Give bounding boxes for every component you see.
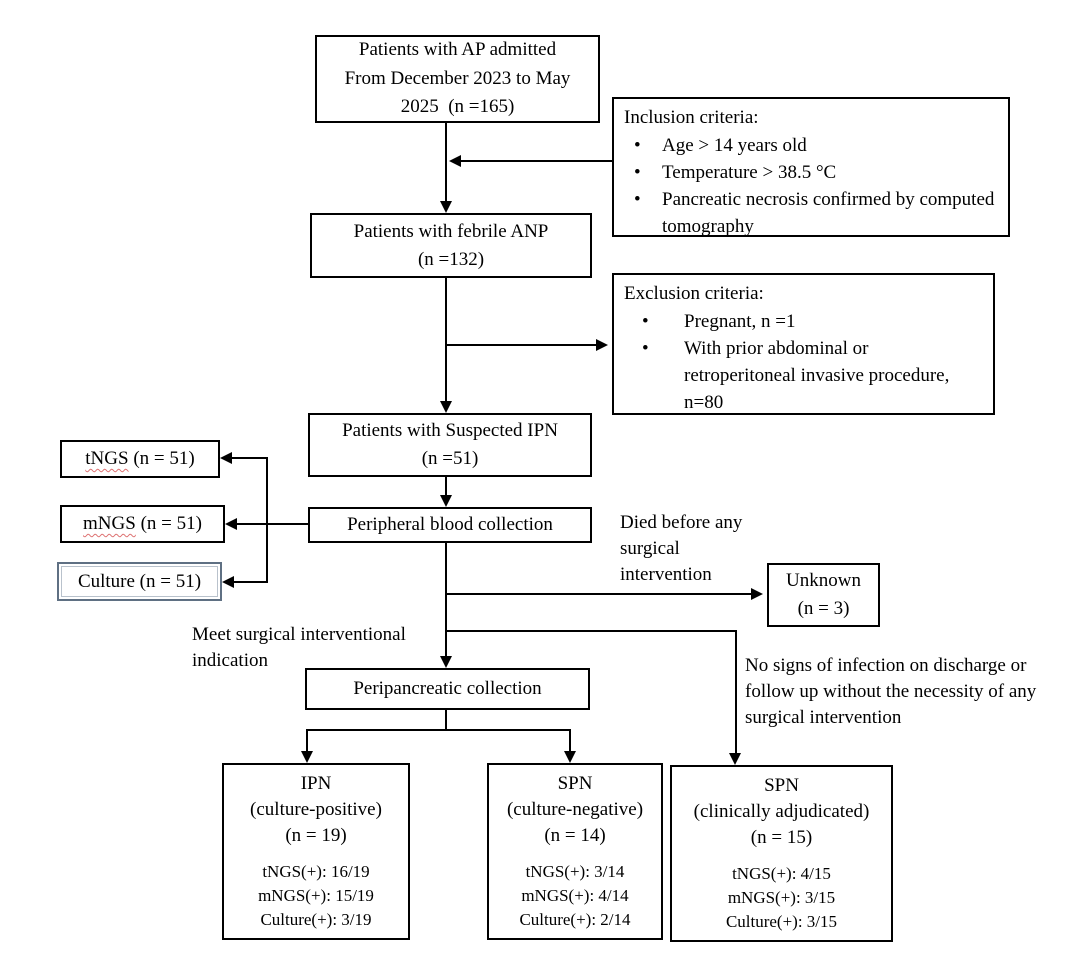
note-died-before-intervention: Died before any surgical intervention xyxy=(620,512,743,586)
box-tngs: tNGS (n = 51) xyxy=(60,440,220,478)
arrowhead-down-blood xyxy=(440,495,452,507)
arrowhead-down-spn-adjudicated xyxy=(729,753,741,765)
connector-inclusion-line xyxy=(461,160,612,162)
box-spn-clinically-adjudicated: SPN (clinically adjudicated) (n = 15) tN… xyxy=(670,765,893,942)
spn-adjudicated-stats: tNGS(+): 4/15 mNGS(+): 3/15 Culture(+): … xyxy=(726,862,837,933)
spn-adjudicated-title: SPN (clinically adjudicated) (n = 15) xyxy=(694,773,870,850)
peripancreatic-collection-label: Peripancreatic collection xyxy=(353,678,542,700)
ipn-stat-mngs: mNGS(+): 15/19 xyxy=(258,886,374,906)
exclusion-criteria-list: Pregnant, n =1 With prior abdominal or r… xyxy=(624,309,983,417)
ipn-stat-tngs: tNGS(+): 16/19 xyxy=(262,862,370,882)
ipn-stats: tNGS(+): 16/19 mNGS(+): 15/19 Culture(+)… xyxy=(258,860,374,931)
connector-right-branch-hline xyxy=(446,630,737,632)
exclusion-criteria-item: With prior abdominal or retroperitoneal … xyxy=(624,336,983,417)
ipn-title: IPN (culture-positive) (n = 19) xyxy=(250,771,382,848)
box-ipn-culture-positive: IPN (culture-positive) (n = 19) tNGS(+):… xyxy=(222,763,410,940)
peripheral-blood-collection-label: Peripheral blood collection xyxy=(347,514,553,536)
box-mngs: mNGS (n = 51) xyxy=(60,505,225,543)
note-meet-surgical-indication: Meet surgical interventional indication xyxy=(192,624,406,672)
inclusion-criteria-title: Inclusion criteria: xyxy=(624,107,759,128)
spn-negative-title-line1: SPN xyxy=(557,773,593,795)
connector-split-hline xyxy=(306,729,571,731)
connector-febrile-to-suspected-line xyxy=(445,278,447,401)
connector-right-branch-vline xyxy=(735,630,737,753)
box-suspected-ipn: Patients with Suspected IPN (n =51) xyxy=(308,413,592,477)
mngs-count: (n = 51) xyxy=(135,513,202,535)
box-suspected-ipn-line1: Patients with Suspected IPN xyxy=(342,420,558,442)
box-peripancreatic-collection: Peripancreatic collection xyxy=(305,668,590,710)
spn-adjudicated-title-line2: (clinically adjudicated) xyxy=(693,800,870,822)
exclusion-criteria-item: Pregnant, n =1 xyxy=(624,309,983,336)
arrowhead-down-peripancreatic xyxy=(440,656,452,668)
connector-to-unknown-line xyxy=(446,593,751,595)
arrowhead-left-tngs xyxy=(220,452,232,464)
connector-blood-to-mngs-line xyxy=(237,523,308,525)
arrowhead-down-suspected xyxy=(440,401,452,413)
spn-negative-title: SPN (culture-negative) (n = 14) xyxy=(507,771,643,848)
exclusion-criteria-title: Exclusion criteria: xyxy=(624,283,764,304)
connector-blood-to-peripancreatic-line xyxy=(445,543,447,656)
ipn-title-line2: (culture-positive) xyxy=(250,798,382,820)
ipn-title-line1: IPN xyxy=(300,773,332,795)
note-no-signs-of-infection: No signs of infection on discharge or fo… xyxy=(745,655,1037,729)
spn-adjudicated-title-line3: (n = 15) xyxy=(750,826,813,848)
box-patients-ap-admitted-line1: Patients with AP admitted xyxy=(358,39,557,61)
inclusion-criteria-list: Age > 14 years old Temperature > 38.5 °C… xyxy=(624,133,998,241)
inclusion-criteria-item: Age > 14 years old xyxy=(624,133,998,160)
arrowhead-left-mngs xyxy=(225,518,237,530)
connector-samples-vertical-line xyxy=(266,457,268,583)
box-febrile-anp-line1: Patients with febrile ANP xyxy=(353,220,549,242)
connector-split-right-vline xyxy=(569,729,571,751)
inclusion-criteria-item: Pancreatic necrosis confirmed by compute… xyxy=(624,187,998,241)
box-spn-culture-negative: SPN (culture-negative) (n = 14) tNGS(+):… xyxy=(487,763,663,940)
arrowhead-right-unknown xyxy=(751,588,763,600)
spn-negative-stat-tngs: tNGS(+): 3/14 xyxy=(525,862,625,882)
arrowhead-down-febrile xyxy=(440,201,452,213)
connector-split-stem-line xyxy=(445,710,447,730)
spn-negative-stat-mngs: mNGS(+): 4/14 xyxy=(521,886,629,906)
box-patients-ap-admitted: Patients with AP admitted From December … xyxy=(315,35,600,123)
arrowhead-right-exclusion xyxy=(596,339,608,351)
box-patients-ap-admitted-line3: 2025 (n =165) xyxy=(400,96,515,118)
ipn-title-line3: (n = 19) xyxy=(285,824,347,846)
mngs-term: mNGS xyxy=(83,513,136,535)
connector-split-left-vline xyxy=(306,729,308,751)
spn-negative-stats: tNGS(+): 3/14 mNGS(+): 4/14 Culture(+): … xyxy=(519,860,630,931)
spn-negative-title-line3: (n = 14) xyxy=(544,824,606,846)
connector-to-tngs-line xyxy=(232,457,268,459)
arrowhead-down-ipn xyxy=(301,751,313,763)
arrowhead-left-inclusion xyxy=(449,155,461,167)
arrowhead-left-culture xyxy=(222,576,234,588)
box-unknown-line1: Unknown xyxy=(786,570,861,592)
inclusion-criteria-item: Temperature > 38.5 °C xyxy=(624,160,998,187)
spn-negative-title-line2: (culture-negative) xyxy=(506,798,644,820)
tngs-term: tNGS xyxy=(85,448,129,470)
box-febrile-anp: Patients with febrile ANP (n =132) xyxy=(310,213,592,278)
box-unknown-line2: (n = 3) xyxy=(797,598,850,619)
spn-adjudicated-stat-mngs: mNGS(+): 3/15 xyxy=(727,888,836,908)
box-patients-ap-admitted-line2: From December 2023 to May xyxy=(344,67,571,89)
box-culture: Culture (n = 51) xyxy=(57,562,222,601)
box-suspected-ipn-line2: (n =51) xyxy=(421,448,479,469)
spn-adjudicated-stat-culture: Culture(+): 3/15 xyxy=(725,911,838,931)
spn-adjudicated-stat-tngs: tNGS(+): 4/15 xyxy=(732,864,831,884)
spn-negative-stat-culture: Culture(+): 2/14 xyxy=(519,909,631,929)
connector-top-to-febrile-line xyxy=(445,123,447,201)
box-exclusion-criteria: Exclusion criteria: Pregnant, n =1 With … xyxy=(612,273,995,415)
culture-label: Culture (n = 51) xyxy=(77,570,202,592)
connector-exclusion-line xyxy=(446,344,596,346)
connector-suspected-to-blood-line xyxy=(445,477,447,495)
ipn-stat-culture: Culture(+): 3/19 xyxy=(260,909,372,929)
arrowhead-down-spn-negative xyxy=(564,751,576,763)
box-peripheral-blood-collection: Peripheral blood collection xyxy=(308,507,592,543)
box-febrile-anp-line2: (n =132) xyxy=(417,248,485,270)
spn-adjudicated-title-line1: SPN xyxy=(764,775,799,797)
tngs-count: (n = 51) xyxy=(128,448,195,470)
box-unknown: Unknown (n = 3) xyxy=(767,563,880,627)
connector-to-culture-line xyxy=(234,581,268,583)
box-inclusion-criteria: Inclusion criteria: Age > 14 years old T… xyxy=(612,97,1010,237)
